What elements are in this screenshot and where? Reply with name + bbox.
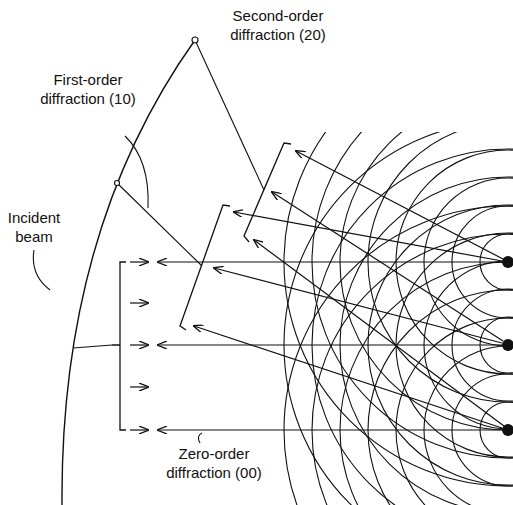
incident-rays	[130, 262, 148, 430]
zero-order-rays	[158, 262, 502, 430]
order-label: First-order diffraction (10)	[38, 70, 138, 108]
second-order-rays	[254, 151, 504, 426]
outer-wavefront	[62, 40, 195, 505]
beam-label: Incident beam	[2, 208, 66, 246]
first-order-rays	[194, 212, 502, 428]
leader-lines	[33, 37, 264, 443]
scatterers	[502, 256, 513, 436]
order-label: Second-order diffraction (20)	[222, 6, 334, 44]
brackets	[112, 143, 291, 430]
wavefronts	[284, 132, 513, 505]
order-label: Zero-order diffraction (00)	[158, 444, 270, 482]
